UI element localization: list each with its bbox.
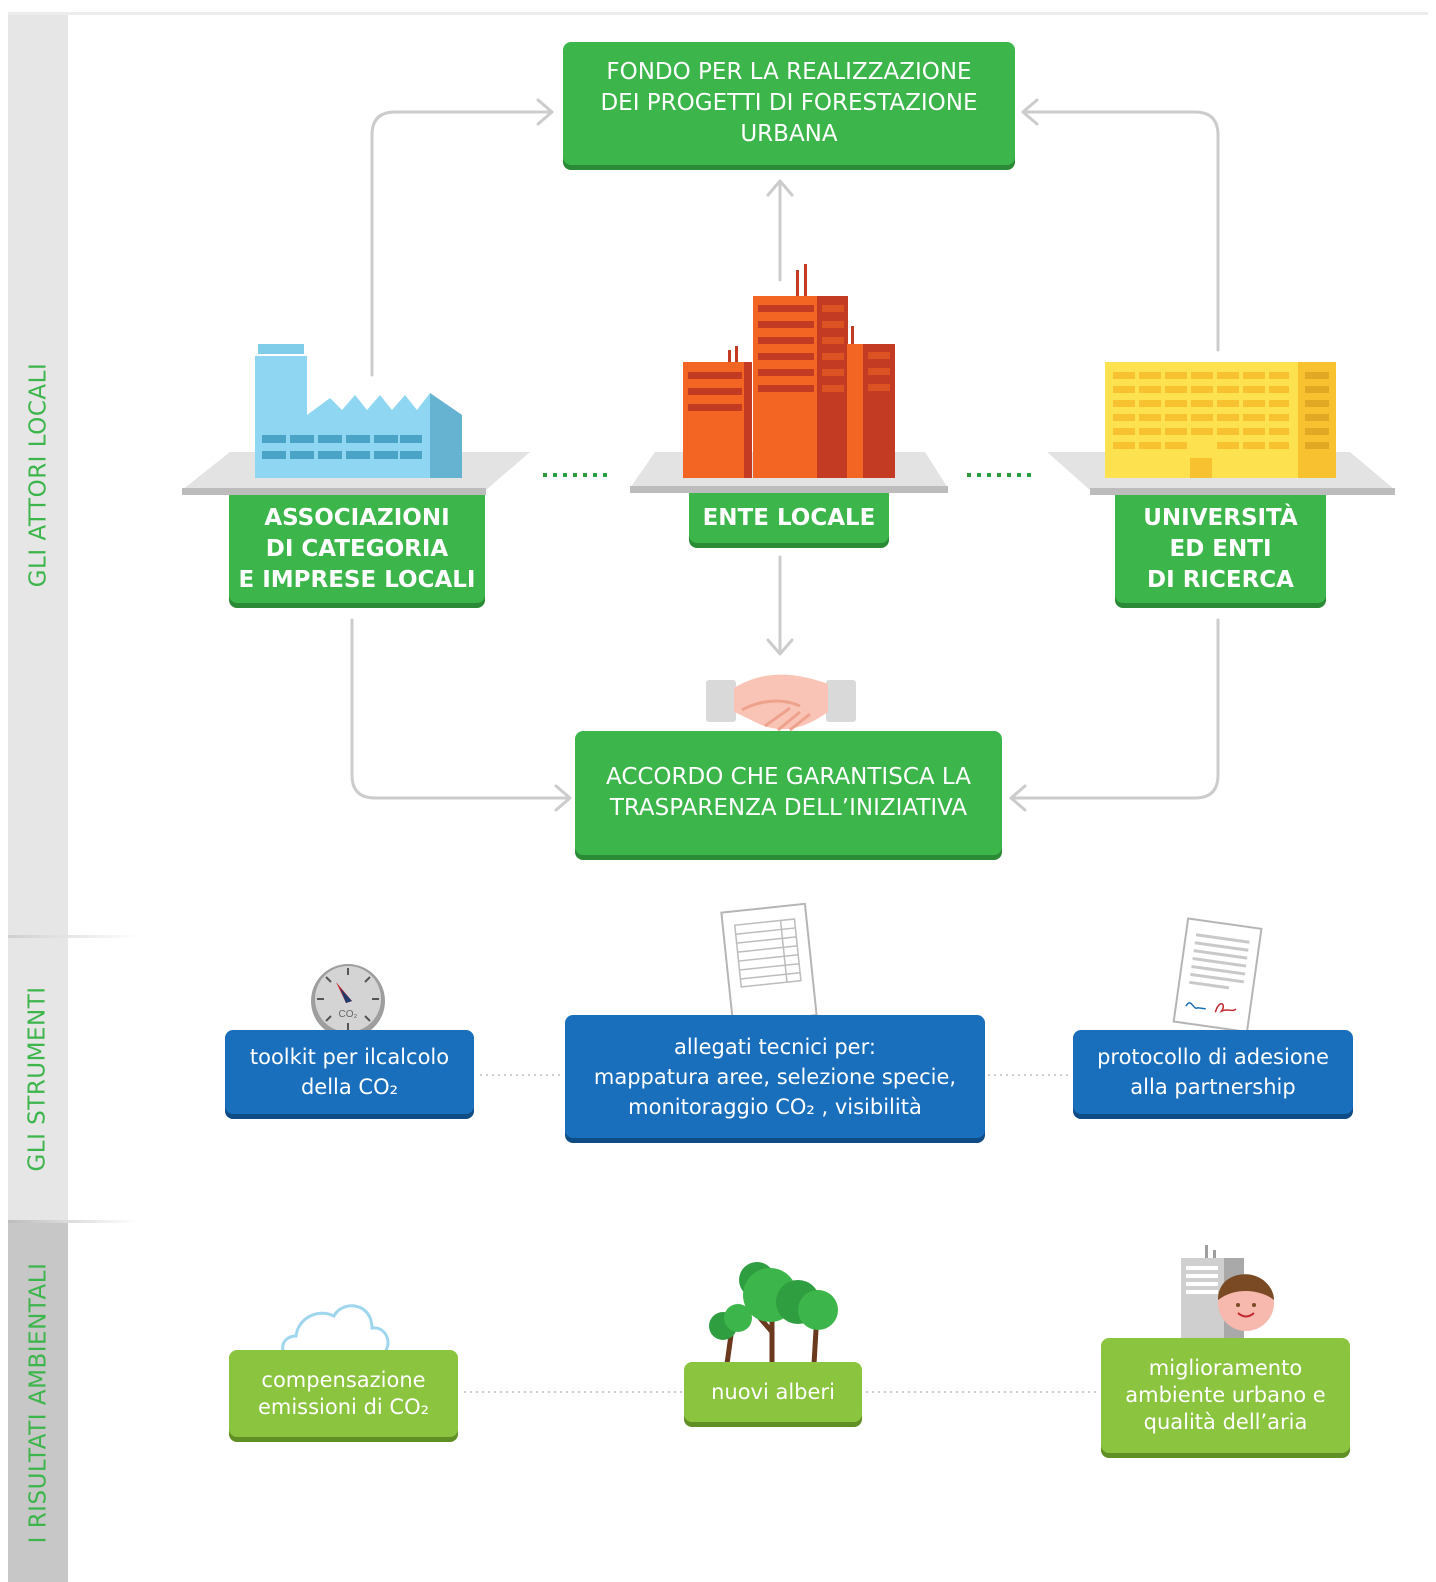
protocol-line-2: alla partnership bbox=[1130, 1075, 1296, 1099]
protocol-line-1: protocollo di adesione bbox=[1097, 1045, 1329, 1069]
connector-university-to-agreement bbox=[1011, 618, 1220, 800]
agreement-line-1: ACCORDO CHE GARANTISCA LA bbox=[605, 764, 971, 790]
compensation-line-1: compensazione bbox=[261, 1367, 426, 1392]
actor-associations-label: ASSOCIAZIONI DI CATEGORIA E IMPRESE LOCA… bbox=[229, 495, 485, 603]
fund-line-2: DEI PROGETTI DI FORESTAZIONE bbox=[600, 90, 978, 116]
top-rule bbox=[8, 12, 1428, 15]
attachments-line-1: allegati tecnici per: bbox=[674, 1034, 876, 1059]
handshake-icon bbox=[706, 674, 856, 732]
arrowhead bbox=[1009, 784, 1027, 812]
sidebar-section-actors: GLI ATTORI LOCALI bbox=[8, 15, 68, 935]
gauge-co2-label: CO₂ bbox=[339, 1009, 358, 1020]
sidebar-section-results: I RISULTATI AMBIENTALI bbox=[8, 1223, 68, 1582]
fund-line-1: FONDO PER LA REALIZZAZIONE bbox=[606, 59, 972, 85]
connector-lines bbox=[350, 98, 1220, 812]
connector-university-to-fund bbox=[1023, 110, 1220, 352]
sidebar-section-tools: GLI STRUMENTI bbox=[8, 938, 68, 1220]
co2-gauge-icon: CO₂ bbox=[311, 964, 385, 1038]
university-line-2: ED ENTI bbox=[1169, 535, 1272, 562]
agreement-box: ACCORDO CHE GARANTISCA LA TRASPARENZA DE… bbox=[575, 731, 1002, 855]
arrowhead bbox=[536, 98, 554, 126]
associations-line-2: DI CATEGORIA bbox=[265, 535, 449, 562]
toolkit-line-1: toolkit per ilcalcolo bbox=[249, 1045, 450, 1069]
improvement-line-1: miglioramento bbox=[1148, 1356, 1303, 1380]
connector-associations-to-fund bbox=[370, 110, 552, 377]
fund-line-3: URBANA bbox=[740, 121, 838, 147]
document-table-icon bbox=[720, 902, 818, 1026]
sidebar-divider bbox=[8, 935, 138, 938]
fund-box: FONDO PER LA REALIZZAZIONE DEI PROGETTI … bbox=[563, 42, 1015, 165]
city-buildings-icon bbox=[683, 264, 895, 478]
university-line-1: UNIVERSITÀ bbox=[1143, 504, 1298, 531]
associations-line-3: E IMPRESE LOCALI bbox=[238, 566, 476, 593]
local-entity-line-1: ENTE LOCALE bbox=[702, 504, 876, 531]
actor-university-label: UNIVERSITÀ ED ENTI DI RICERCA bbox=[1115, 495, 1326, 603]
improvement-line-3: qualità dell’aria bbox=[1143, 1410, 1308, 1434]
toolkit-line-2: della CO₂ bbox=[300, 1075, 399, 1099]
signed-document-icon bbox=[1172, 917, 1263, 1033]
trees-icon bbox=[709, 1262, 838, 1367]
agreement-line-2: TRASPARENZA DELL’INIZIATIVA bbox=[609, 795, 968, 821]
arrowhead bbox=[766, 638, 794, 656]
associations-line-1: ASSOCIAZIONI bbox=[264, 504, 450, 531]
university-building-icon bbox=[1105, 362, 1336, 478]
trees-line-1: nuovi alberi bbox=[711, 1379, 835, 1404]
connector-associations-to-agreement bbox=[350, 618, 570, 800]
result-trees-box: nuovi alberi bbox=[684, 1362, 862, 1422]
tool-protocol-box: protocollo di adesione alla partnership bbox=[1073, 1030, 1353, 1114]
compensation-line-2: emissioni di CO₂ bbox=[257, 1394, 430, 1419]
row-dotted-links bbox=[464, 1074, 1098, 1393]
arrowhead bbox=[1021, 98, 1039, 126]
cloud-icon bbox=[281, 1304, 390, 1358]
arrowhead bbox=[766, 179, 794, 197]
sidebar-divider bbox=[8, 1220, 138, 1223]
result-improvement-box: miglioramento ambiente urbano e qualità … bbox=[1101, 1338, 1350, 1453]
tool-toolkit-box: toolkit per ilcalcolo della CO₂ bbox=[225, 1030, 474, 1114]
attachments-line-2: mappatura aree, selezione specie, bbox=[593, 1064, 957, 1089]
factory-icon bbox=[255, 344, 462, 478]
university-line-3: DI RICERCA bbox=[1147, 566, 1294, 593]
attachments-line-3: monitoraggio CO₂ , visibilità bbox=[628, 1094, 922, 1119]
result-compensation-box: compensazione emissioni di CO₂ bbox=[229, 1350, 458, 1437]
person-building-icon bbox=[1181, 1245, 1274, 1346]
arrowhead bbox=[554, 784, 572, 812]
improvement-line-2: ambiente urbano e bbox=[1125, 1383, 1326, 1407]
actor-local-entity-label: ENTE LOCALE bbox=[689, 493, 889, 543]
tool-attachments-box: allegati tecnici per: mappatura aree, se… bbox=[565, 1015, 985, 1138]
